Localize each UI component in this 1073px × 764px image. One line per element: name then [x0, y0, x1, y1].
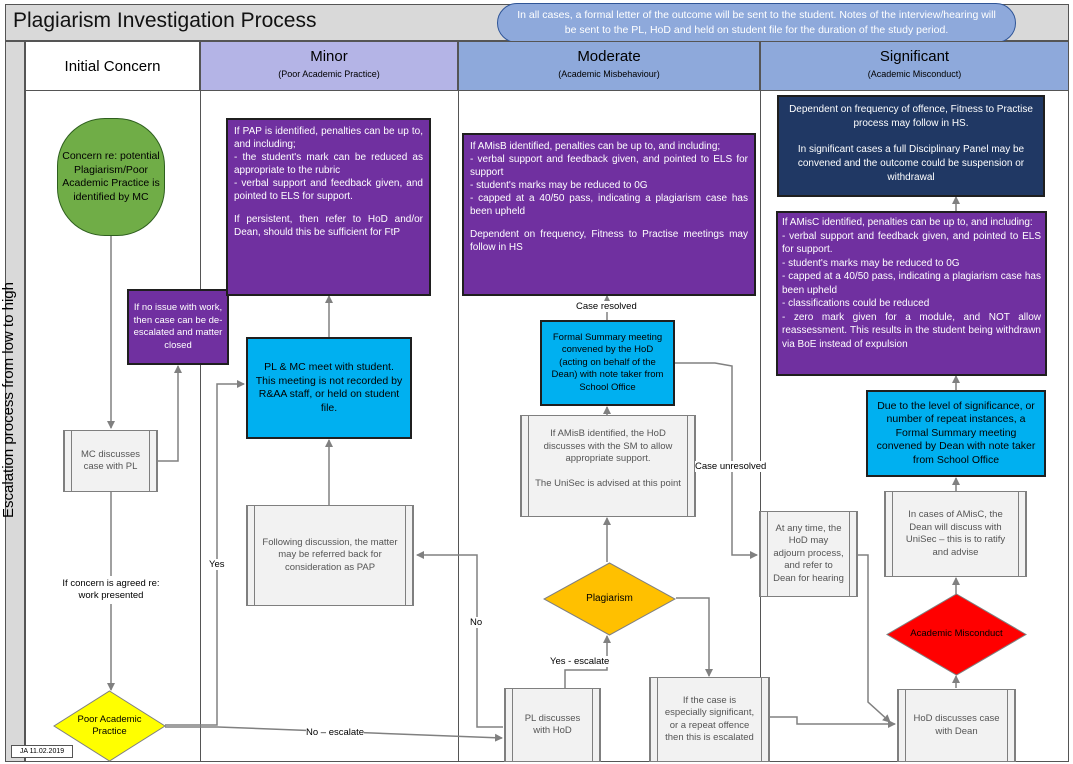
edge-especially-to-hoddean	[770, 716, 896, 728]
column-subtitle: (Academic Misconduct)	[867, 69, 962, 79]
any-time-node: At any time, the HoD may adjourn process…	[759, 511, 858, 597]
column-subtitle: (Poor Academic Practice)	[278, 69, 380, 79]
column-header-moderate: Moderate (Academic Misbehaviour)	[458, 41, 760, 91]
node-text: In cases of AMisC, the Dean will discuss…	[905, 509, 1006, 558]
amisc-dean-node: In cases of AMisC, the Dean will discuss…	[884, 491, 1027, 577]
node-text: Plagiarism	[586, 592, 633, 604]
column-divider	[200, 91, 201, 762]
no-issue-node: If no issue with work, then case can be …	[127, 289, 229, 365]
amisb-hod-node: If AMisB identified, the HoD discusses w…	[520, 415, 696, 517]
column-title: Moderate	[577, 48, 641, 65]
amisc-penalties-node: If AMisC identified, penalties can be up…	[776, 211, 1047, 376]
dependent-frequency-node: Dependent on frequency of offence, Fitne…	[777, 95, 1045, 197]
node-text: If the case is especially significant, o…	[664, 694, 755, 744]
text-line: - the student's mark can be reduced as a…	[234, 152, 423, 176]
column-divider	[458, 91, 459, 762]
node-text: At any time, the HoD may adjourn process…	[773, 522, 844, 584]
edge-plagiarism-to-especially	[676, 597, 713, 677]
especially-significant-node: If the case is especially significant, o…	[649, 677, 770, 762]
text-line: - verbal support and feedback given, and…	[470, 154, 748, 178]
text-line: Dependent on frequency, Fitness to Pract…	[470, 229, 748, 253]
edge-anytime-to-hoddean	[858, 554, 891, 723]
side-bar	[5, 41, 25, 762]
node-text: Academic Misconduct	[910, 627, 1003, 639]
text-line: - student's marks may be reduced to 0G	[470, 180, 648, 191]
node-text: Following discussion, the matter may be …	[262, 536, 398, 573]
footer-tag: JA 11.02.2019	[11, 745, 73, 758]
text-line: If persistent, then refer to HoD and/or …	[234, 214, 423, 238]
mc-discusses-node: MC discusses case with PL	[63, 430, 158, 492]
text-line: - student's marks may be reduced to 0G	[782, 257, 960, 269]
notice-banner: In all cases, a formal letter of the out…	[497, 3, 1016, 43]
edge-label-case-unresolved: Case unresolved	[695, 461, 767, 472]
following-discussion-node: Following discussion, the matter may be …	[246, 505, 414, 606]
due-to-level-node: Due to the level of significance, or num…	[866, 390, 1046, 477]
column-header-minor: Minor (Poor Academic Practice)	[200, 41, 458, 91]
edge-label-no: No	[470, 617, 483, 628]
node-text: If AMisB identified, the HoD discusses w…	[543, 428, 673, 464]
node-text: The UniSec is advised at this point	[535, 477, 681, 489]
pap-penalties-node: If PAP is identified, penalties can be u…	[226, 118, 431, 296]
node-text: HoD discusses case with Dean	[913, 713, 1000, 737]
text-line: In significant cases a full Disciplinary…	[797, 144, 1025, 183]
edge-pl-to-plagiarism	[564, 635, 611, 688]
column-divider	[760, 91, 761, 762]
academic-misconduct-decision: Academic Misconduct	[886, 593, 1027, 676]
column-title: Minor	[310, 48, 348, 65]
hod-dean-node: HoD discusses case with Dean	[897, 689, 1016, 762]
column-header-initial: Initial Concern	[25, 41, 200, 91]
column-header-significant: Significant (Academic Misconduct)	[760, 41, 1069, 91]
edge-label-no-escalate: No – escalate	[306, 727, 365, 738]
text-line: If AMisC identified, penalties can be up…	[782, 217, 1033, 228]
pl-discusses-node: PL discusses with HoD	[504, 688, 601, 762]
edge-pap-no-escalate	[165, 726, 503, 742]
concern-agreed-label: If concern is agreed re: work presented	[60, 576, 162, 604]
text-line: - zero mark given for a module, and NOT …	[782, 311, 1041, 350]
column-title: Significant	[879, 48, 950, 65]
concern-node: Concern re: potential Plagiarism/Poor Ac…	[57, 118, 165, 236]
edge-label-yes-escalate: Yes - escalate	[550, 656, 610, 667]
column-subtitle: (Academic Misbehaviour)	[558, 69, 660, 79]
node-text: Poor Academic Practice	[77, 713, 142, 738]
text-line: - classifications could be reduced	[782, 298, 930, 309]
text-line: - verbal support and feedback given, and…	[234, 178, 423, 202]
edge-mc-to-noissue	[157, 365, 182, 462]
edge-pl-no-to-following	[416, 551, 503, 728]
text-line: - capped at a 40/50 pass, indicating a p…	[470, 193, 748, 217]
node-text: PL discusses with HoD	[524, 712, 581, 737]
text-line: Dependent on frequency of offence, Fitne…	[789, 104, 1033, 129]
pl-mc-meet-node: PL & MC meet with student. This meeting …	[246, 337, 412, 439]
edge-label-yes: Yes	[209, 559, 225, 570]
poor-practice-decision: Poor Academic Practice	[53, 690, 166, 762]
plagiarism-decision: Plagiarism	[543, 562, 676, 636]
edge-pap-yes-to-meet	[165, 380, 245, 726]
column-title: Initial Concern	[64, 58, 161, 75]
text-line: - verbal support and feedback given, and…	[782, 230, 1041, 256]
text-line: - capped at a 40/50 pass, indicating a p…	[782, 271, 1041, 296]
edge-formal-to-anytime	[674, 362, 758, 559]
formal-summary-hod-node: Formal Summary meeting convened by the H…	[540, 320, 675, 406]
text-line: If AMisB identified, penalties can be up…	[470, 141, 721, 152]
amisb-penalties-node: If AMisB identified, penalties can be up…	[462, 133, 756, 296]
text-line: If PAP is identified, penalties can be u…	[234, 126, 423, 150]
edge-label-case-resolved: Case resolved	[576, 301, 637, 312]
node-text: MC discusses case with PL	[80, 448, 141, 473]
page-title: Plagiarism Investigation Process	[13, 9, 317, 32]
